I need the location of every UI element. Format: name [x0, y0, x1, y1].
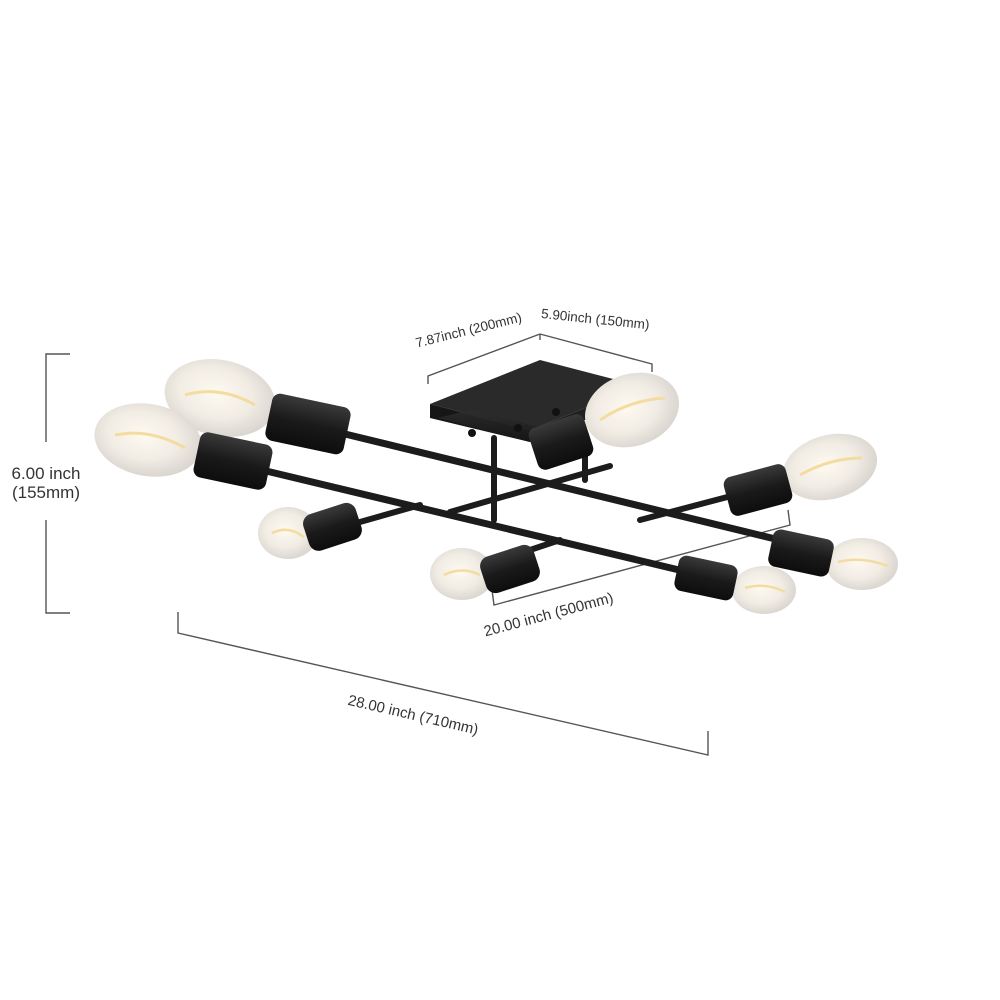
canopy-width-line: [539, 333, 653, 372]
canopy-length-line: [427, 333, 541, 384]
height-label-mm: (155mm): [11, 483, 80, 502]
bulb-6: [430, 544, 540, 600]
bulb-8: [768, 529, 898, 590]
bulb-3: [258, 502, 362, 559]
bulb-7: [674, 555, 796, 614]
height-label: 6.00 inch (155mm): [2, 464, 90, 502]
inner-width-line: [491, 509, 791, 606]
bulb-1: [164, 359, 351, 455]
bulb-2: [94, 403, 273, 490]
overall-length-line: [177, 612, 709, 756]
height-bracket-bottom: [45, 520, 70, 614]
height-bracket-top: [45, 353, 70, 442]
bulb-4: [528, 372, 679, 470]
height-label-inch: 6.00 inch: [11, 464, 81, 483]
bulb-5: [723, 433, 878, 516]
dimension-lines: [45, 333, 791, 756]
